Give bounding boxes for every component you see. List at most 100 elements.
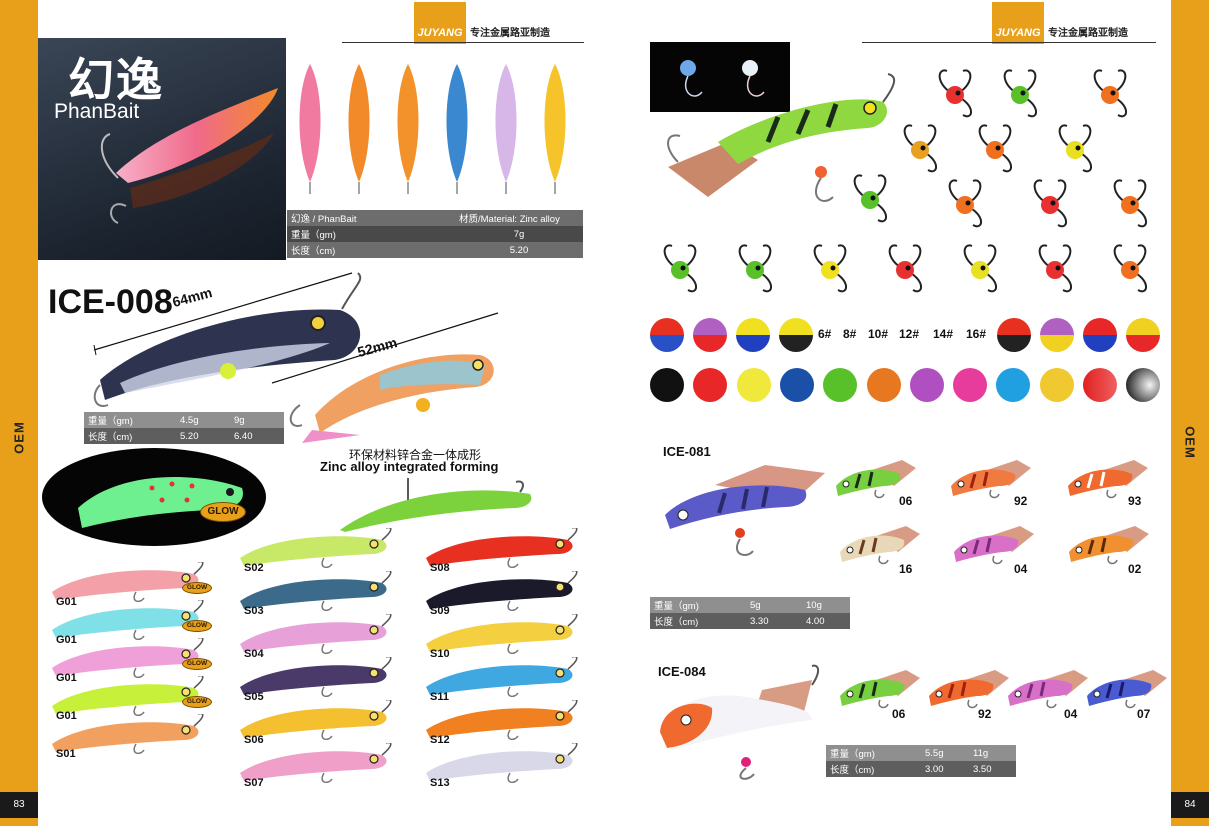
lure-variant: [232, 526, 402, 569]
phanbait-color-variant: [397, 64, 419, 194]
glow-badge: GLOW: [200, 502, 246, 522]
caption-chinese: 环保材料锌合金一体成形: [349, 448, 482, 462]
lure-variant-code: S05: [244, 691, 264, 703]
lure-variant: [232, 741, 402, 784]
ice008-weight-label: 重量（gm): [84, 412, 176, 428]
table-row: 重量（gm) 7g: [287, 226, 583, 242]
lure-variant: [418, 526, 588, 569]
hook-size-label: 14#: [933, 327, 954, 341]
ice081-variant-code: 06: [899, 494, 913, 508]
table-row: 重量（gm) 4.5g 9g: [84, 412, 284, 428]
treble-hook: [663, 244, 697, 293]
lure-variant: [44, 674, 214, 717]
lure-variant-image: [240, 698, 392, 741]
split-color-dot: [997, 318, 1031, 352]
hook-size-label: 8#: [843, 327, 857, 341]
phanbait-color-variant: [544, 64, 566, 194]
treble-hook: [948, 179, 982, 228]
variant-lure-image: [1068, 460, 1148, 499]
lure-variant-code: S09: [430, 605, 450, 617]
lure-variant: [44, 636, 214, 679]
phanbait-title-en: PhanBait: [54, 100, 140, 123]
phanbait-color-variant: [446, 64, 468, 194]
lure-variant-code: S04: [244, 648, 264, 660]
lure-variant: [232, 698, 402, 741]
ice081-variant-code: 92: [1014, 494, 1028, 508]
lure-variant-code: S11: [430, 691, 449, 703]
lure-variant-image: [52, 560, 204, 603]
variant-lure-image: [840, 526, 920, 565]
lure-variant: [418, 569, 588, 612]
lure-variant-code: S06: [244, 734, 264, 746]
lure-variant-image: [240, 569, 392, 612]
solid-color-dot: [909, 368, 944, 402]
solid-color-dot: [996, 368, 1031, 402]
ice081-variant-code: 04: [1014, 562, 1028, 576]
variant-lure-image: [929, 670, 1009, 709]
ice081-weight-v2: 10g: [802, 597, 850, 613]
phanbait-weight-value: 7g: [455, 226, 583, 242]
treble-hook: [978, 124, 1012, 173]
ice008-model-title: ICE-008: [48, 283, 173, 321]
ice008-spec-table: 重量（gm) 4.5g 9g 长度（cm) 5.20 6.40: [84, 412, 284, 444]
glow-lure-image: [78, 476, 243, 528]
phanbait-color-variant: [299, 64, 321, 194]
phanbait-title-cn: 幻逸: [68, 53, 164, 107]
juyang-logo: JUYANG: [992, 2, 1044, 44]
treble-hook-grid: [663, 69, 1147, 293]
ice084-variant-code: 04: [1064, 707, 1078, 721]
table-row: 长度（cm) 5.20: [287, 242, 583, 258]
right-side-bar: OEM 84: [1171, 0, 1209, 826]
phanbait-length-value: 5.20: [455, 242, 583, 258]
ice081-variant-code: 16: [899, 562, 913, 576]
solid-color-dot: [953, 368, 988, 402]
ice084-lure-image: [660, 664, 819, 780]
brand-tagline: 专注金属路亚制造: [470, 28, 550, 39]
ice081-lure-image: [665, 465, 825, 556]
ice081-variant-code: 02: [1128, 562, 1142, 576]
treble-hook: [1113, 244, 1147, 293]
solid-color-dot: [866, 368, 901, 402]
hook-size-label: 16#: [966, 327, 987, 341]
juyang-logo: JUYANG: [414, 2, 466, 44]
lure-variant-image: [426, 569, 578, 612]
lure-variant: [418, 741, 588, 784]
treble-hook: [853, 174, 887, 223]
solid-color-dot: [1083, 368, 1117, 402]
treble-hook: [1003, 69, 1037, 118]
ice084-weight-v2: 11g: [969, 745, 1016, 761]
right-brand-header: JUYANG 专注金属路亚制造: [992, 0, 1128, 44]
ice081-weight-label: 重量（gm): [650, 597, 746, 613]
treble-hook: [1058, 124, 1092, 173]
lure-variant: [44, 712, 214, 755]
lure-variant-code: G01: [56, 596, 77, 608]
solid-color-dot: [1039, 368, 1074, 402]
left-brand-header: JUYANG 专注金属路亚制造: [414, 0, 550, 44]
split-color-dot: [650, 318, 684, 352]
caption-english: Zinc alloy integrated forming: [320, 459, 499, 474]
split-color-dot: [1040, 318, 1074, 352]
lure-variant-image: [52, 674, 204, 717]
solid-color-dot: [736, 368, 771, 402]
brand-tagline: 专注金属路亚制造: [1048, 28, 1128, 39]
ice081-length-v1: 3.30: [746, 613, 802, 629]
lure-variant: [44, 560, 214, 603]
lure-variant: [232, 655, 402, 698]
lure-variant: [418, 698, 588, 741]
ice081-model-title: ICE-081: [663, 444, 711, 459]
lure-variant-code: S07: [244, 777, 264, 789]
solid-color-dot: [823, 368, 858, 402]
lure-variant: [418, 612, 588, 655]
split-color-dot: [1126, 318, 1160, 352]
ice084-model-title: ICE-084: [658, 664, 706, 679]
split-color-dot: [693, 318, 727, 352]
phanbait-name-cell: 幻逸 / PhanBait: [287, 210, 455, 226]
lure-variant-code: S13: [430, 777, 450, 789]
lure-variant-code: S08: [430, 562, 450, 574]
glow-badge: GLOW: [182, 582, 212, 594]
ice084-length-v2: 3.50: [969, 761, 1016, 777]
hook-size-label: 10#: [868, 327, 889, 341]
variant-lure-image: [840, 670, 920, 709]
table-row: 长度（cm) 3.00 3.50: [826, 761, 1016, 777]
ice081-weight-v1: 5g: [746, 597, 802, 613]
